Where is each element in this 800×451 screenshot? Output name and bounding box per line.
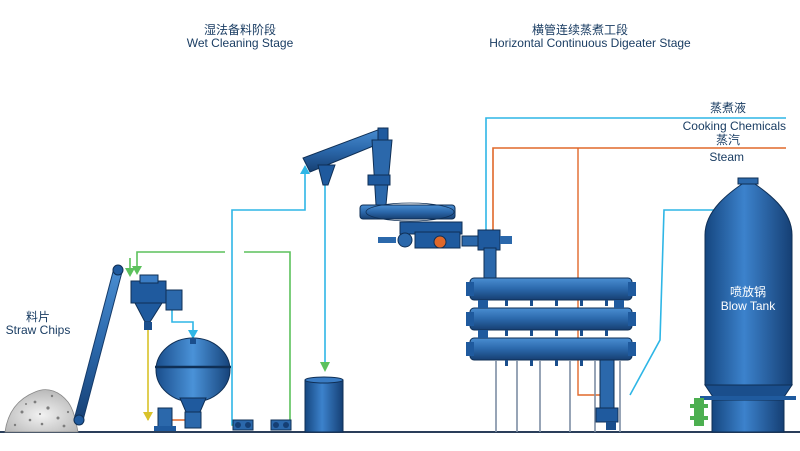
steam-label-en: Steam [709, 150, 744, 164]
inclined-belt-conveyor [73, 264, 124, 426]
digester-stage-label-zh: 横管连续蒸煮工段 [531, 23, 628, 37]
blow-tank-label-zh: 喷放锅 [729, 285, 766, 299]
drum-washer [130, 274, 183, 330]
horizontal-tube-digester [466, 247, 636, 432]
steam-branch-line [577, 148, 600, 396]
plug-screw-feeder [359, 202, 512, 251]
straw-chips-label-zh: 料片 [25, 310, 50, 324]
cyan-return-arrow [320, 362, 330, 372]
blow-tank-label-en: Blow Tank [720, 299, 776, 313]
green-feed-arrow [125, 268, 135, 277]
cyan-blowtank-line [629, 209, 718, 396]
pump-left [154, 407, 176, 431]
blow-tank [690, 177, 796, 433]
storage-tank [304, 376, 344, 433]
straw-chips-label-en: Straw Chips [5, 323, 71, 337]
cyan-sphere-arrow [188, 330, 198, 339]
cooking-chemicals-line [485, 117, 786, 232]
wet-cleaning-stage-label-zh: 湿法备料阶段 [203, 23, 276, 37]
wet-cleaning-stage-label-en: Wet Cleaning Stage [186, 36, 294, 50]
green-mid-line [244, 251, 291, 425]
cyan-feed-arrow [300, 165, 310, 174]
screw-conveyor [302, 127, 393, 206]
spherical-tank [155, 337, 231, 429]
cooking-chemicals-label-en: Cooking Chemicals [682, 119, 786, 133]
green-top-line [136, 251, 225, 270]
cooking-chemicals-label-zh: 蒸煮液 [709, 101, 746, 115]
pump-mid [232, 419, 254, 431]
steam-line [492, 147, 786, 232]
steam-label-zh: 蒸汽 [715, 133, 740, 147]
cyan-feed-line [231, 170, 306, 426]
straw-chip-pile [4, 389, 79, 433]
yellow-arrow [143, 412, 153, 421]
digester-stage-label-en: Horizontal Continuous Digeater Stage [489, 36, 691, 50]
cyan-sphere-line [171, 300, 194, 334]
pump-right [270, 419, 292, 431]
